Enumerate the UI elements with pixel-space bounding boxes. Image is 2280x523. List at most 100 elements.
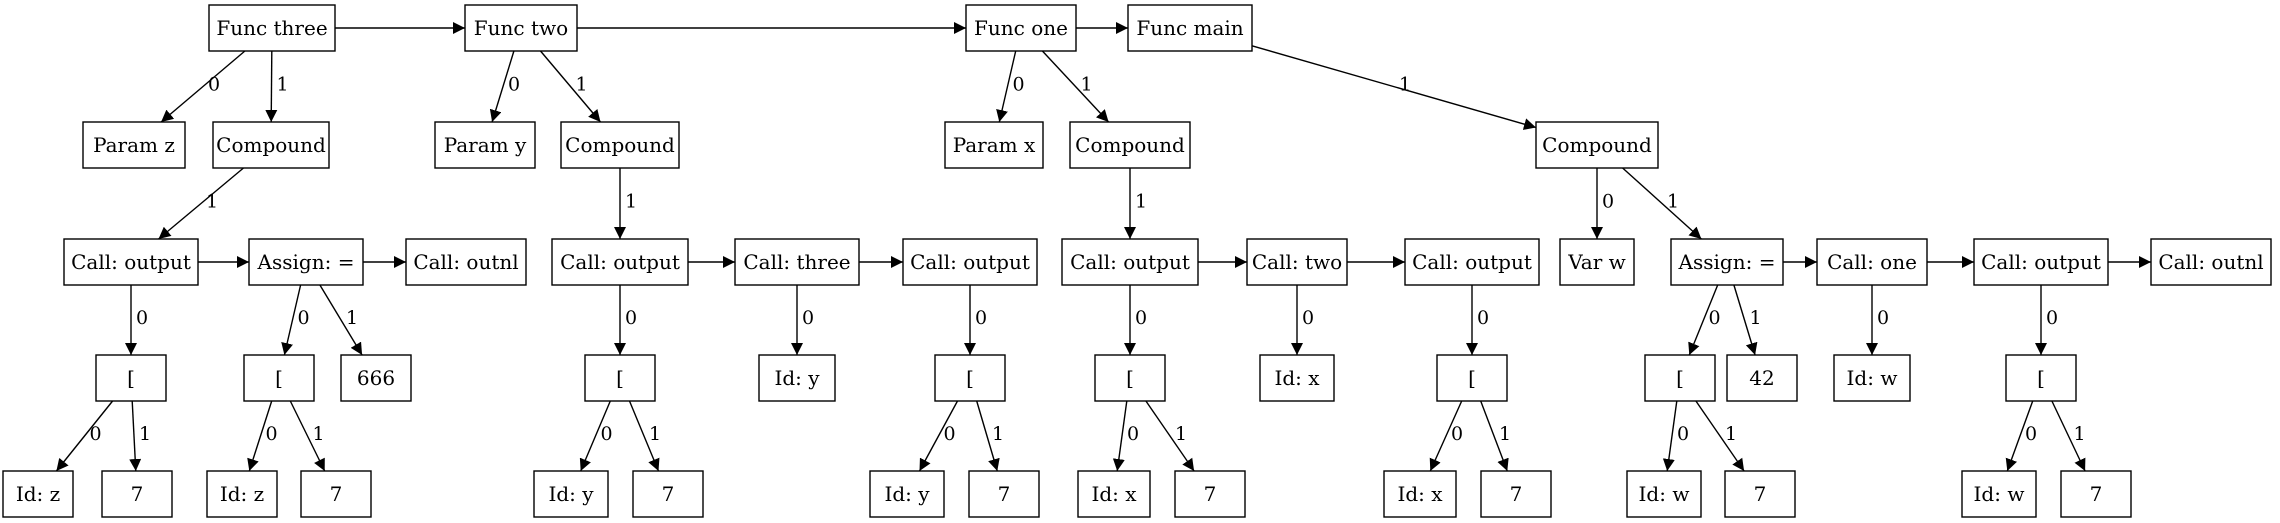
node-box — [1559, 238, 1635, 286]
edge-label: 0 — [975, 307, 987, 329]
edge-label: 1 — [1750, 307, 1762, 329]
edge-label: 0 — [508, 74, 520, 96]
edge-label: 1 — [1667, 191, 1679, 213]
edge-label: 1 — [992, 423, 1004, 445]
node-t2: Call: three — [734, 238, 860, 286]
edge-label: 0 — [1477, 307, 1489, 329]
node-label: Id: y — [548, 482, 594, 506]
edge-t2-idy2: 0 — [791, 285, 814, 355]
node-b2b: [ — [934, 354, 1006, 402]
node-box — [551, 238, 689, 286]
node-label: Id: z — [220, 482, 264, 506]
edge-b1-s5: 1 — [1145, 400, 1195, 472]
edge-f3-pz: 0 — [160, 50, 246, 123]
node-box — [1061, 238, 1199, 286]
node-label: Call: output — [1412, 250, 1532, 274]
node-bm2: [ — [2005, 354, 2077, 402]
edge-label: 1 — [313, 423, 325, 445]
edge-f2-py: 0 — [489, 50, 520, 123]
node-box — [1077, 470, 1151, 518]
node-label: 42 — [1749, 366, 1774, 390]
node-box — [1383, 470, 1457, 518]
node-label: Id: x — [1091, 482, 1137, 506]
node-label: Id: w — [1974, 482, 2025, 506]
edge-label: 1 — [1081, 74, 1093, 96]
node-box — [965, 4, 1077, 52]
node-box — [560, 121, 680, 169]
node-label: Call: outnl — [413, 250, 518, 274]
node-c2: Compound — [560, 121, 680, 169]
node-v42: 42 — [1726, 354, 1798, 402]
edge-cm-am: 1 — [1622, 167, 1702, 240]
node-o2b: Call: output — [902, 238, 1038, 286]
node-label: 7 — [330, 482, 343, 506]
node-label: Var w — [1567, 250, 1626, 274]
node-box — [2150, 238, 2272, 286]
node-label: 7 — [2090, 482, 2103, 506]
node-w1: Call: two — [1246, 238, 1348, 286]
edge-line — [2005, 400, 2034, 472]
edge-b1b-s6: 1 — [1480, 400, 1511, 472]
node-box — [1670, 238, 1784, 286]
node-z2: Id: z — [206, 470, 278, 518]
edge-c2-o2: 1 — [614, 168, 637, 239]
node-label: Id: y — [774, 366, 820, 390]
edge-label: 0 — [1709, 307, 1721, 329]
edge-f3-c3: 1 — [265, 50, 289, 123]
node-x1: Id: x — [1077, 470, 1151, 518]
edge-line — [1733, 284, 1758, 356]
node-box — [1436, 354, 1508, 402]
node-s8: 7 — [2060, 470, 2132, 518]
node-o2: Call: output — [551, 238, 689, 286]
node-box — [758, 354, 836, 402]
node-box — [1973, 238, 2109, 286]
node-cone: Call: one — [1816, 238, 1928, 286]
edge-line — [539, 50, 602, 123]
node-label: [ — [1468, 366, 1476, 390]
node-box — [340, 354, 412, 402]
node-s3: 7 — [632, 470, 704, 518]
edge-label: 0 — [2025, 423, 2037, 445]
node-y2: Id: y — [869, 470, 945, 518]
node-label: Func three — [216, 16, 327, 40]
node-box — [82, 121, 186, 169]
node-a3: Assign: = — [248, 238, 364, 286]
edge-label: 1 — [649, 423, 661, 445]
edge-label: 1 — [277, 74, 289, 96]
node-box — [734, 238, 860, 286]
edge-f1-px: 0 — [996, 50, 1025, 123]
edge-line — [289, 400, 326, 472]
edge-b2b-y2: 0 — [918, 400, 959, 472]
edge-cone-idwm: 0 — [1866, 285, 1889, 355]
node-box — [206, 470, 278, 518]
edge-line — [1695, 400, 1745, 472]
node-label: 7 — [1754, 482, 1767, 506]
node-box — [2060, 470, 2132, 518]
node-box — [300, 470, 372, 518]
node-label: Id: x — [1274, 366, 1320, 390]
edge-label: 0 — [208, 74, 220, 96]
node-label: [ — [1676, 366, 1684, 390]
node-b2: [ — [584, 354, 656, 402]
edge-label: 0 — [266, 423, 278, 445]
edge-line — [1251, 45, 1537, 130]
node-idy2: Id: y — [758, 354, 836, 402]
edge-line — [158, 167, 244, 240]
edge-label: 1 — [625, 191, 637, 213]
node-box — [212, 121, 330, 169]
edge-label: 1 — [139, 423, 151, 445]
edge-b3-z1: 0 — [55, 400, 114, 472]
edge-line — [976, 400, 1000, 472]
edge-label: 1 — [206, 191, 218, 213]
node-idx1: Id: x — [1259, 354, 1335, 402]
node-box — [2005, 354, 2077, 402]
node-s4: 7 — [968, 470, 1040, 518]
node-box — [1094, 354, 1166, 402]
edge-line — [265, 50, 278, 123]
edge-label: 0 — [1127, 423, 1139, 445]
node-box — [1644, 354, 1716, 402]
edge-line — [489, 50, 515, 123]
node-label: Param x — [953, 133, 1036, 157]
node-s2: 7 — [300, 470, 372, 518]
